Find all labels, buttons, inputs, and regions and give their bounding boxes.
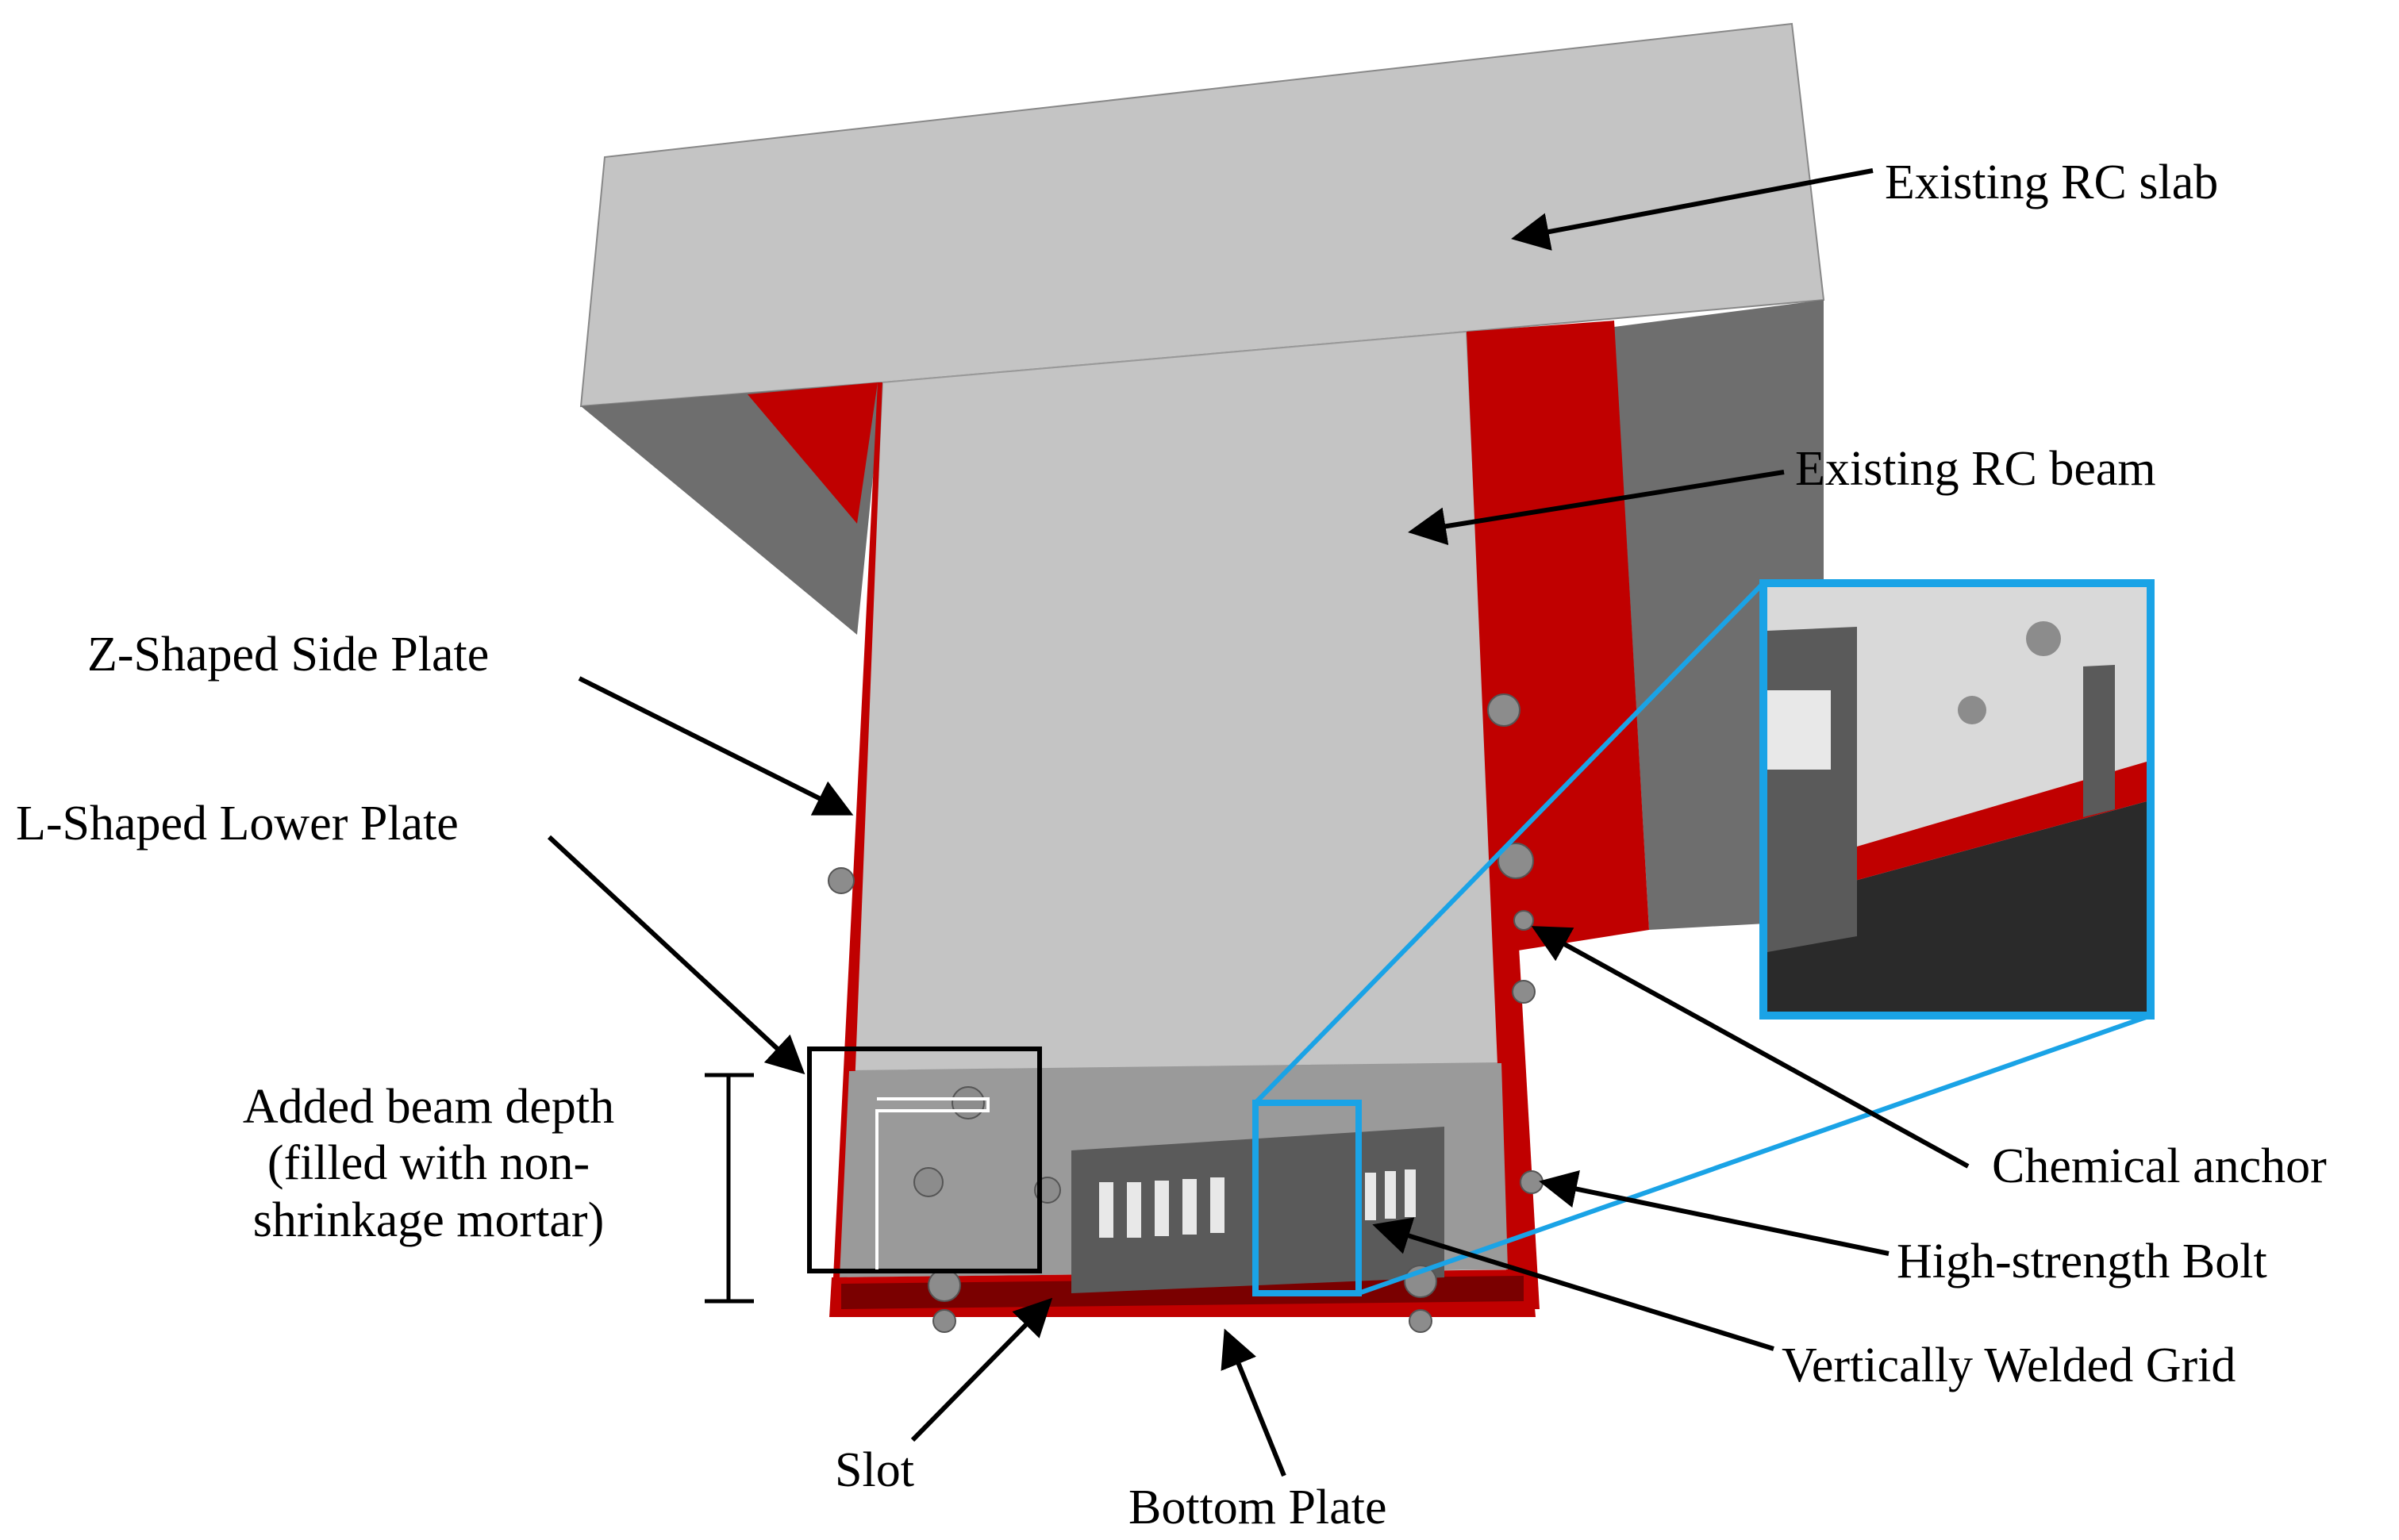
- zoom-grid-opening: [1767, 690, 1831, 770]
- beam-web-face: [848, 330, 1503, 1073]
- label-added-depth-line1: Added beam depth: [242, 1080, 615, 1134]
- zoom-connector-top: [1253, 581, 1766, 1105]
- label-existing-slab: Existing RC slab: [1885, 156, 2219, 209]
- left-side-plate-web: [832, 382, 882, 1309]
- existing-beam: [848, 330, 1503, 1073]
- bolt: [1512, 980, 1536, 1004]
- bolt: [932, 1309, 956, 1333]
- z-shaped-side-plates: [748, 321, 1649, 1309]
- zoom-source-box: [1252, 1100, 1362, 1296]
- arrow-l-lower-plate: [547, 835, 805, 1075]
- zoom-bolt: [1958, 696, 1986, 724]
- bolt: [1487, 693, 1521, 727]
- right-side-plate-web: [1467, 332, 1540, 1309]
- label-slot: Slot: [835, 1443, 914, 1497]
- arrow-chemical-anchor: [1531, 926, 1970, 1169]
- leader-arrows: [547, 168, 1970, 1477]
- grid-openings: [1099, 1169, 1416, 1238]
- zoom-callout: [1252, 579, 2155, 1296]
- zoom-grid-bar-2: [2083, 665, 2115, 817]
- l-plate-outline: [875, 1097, 990, 1269]
- label-added-depth-line3: shrinkage mortar): [252, 1192, 605, 1247]
- zoom-grid-bar: [1767, 627, 1857, 952]
- arrow-existing-beam: [1408, 470, 1785, 546]
- bolt: [1520, 1170, 1544, 1194]
- added-depth-dimension: [705, 1073, 754, 1304]
- left-side-plate-flange: [748, 382, 878, 524]
- label-added-depth-line2: (filled with non-: [267, 1136, 590, 1191]
- label-l-lower-plate: L-Shaped Lower Plate: [16, 797, 459, 851]
- bolt: [952, 1086, 985, 1119]
- label-welded-grid: Vertically Welded Grid: [1782, 1338, 2236, 1392]
- bolt: [1409, 1309, 1432, 1333]
- label-chemical-anchor: Chemical anchor: [1992, 1139, 2327, 1193]
- bolt: [913, 1167, 944, 1197]
- arrow-existing-slab: [1511, 168, 1874, 251]
- arrow-z-side-plate: [578, 676, 854, 816]
- zoom-anchor: [2026, 621, 2061, 656]
- right-side-plate-flange: [1467, 321, 1649, 952]
- arrow-slot: [910, 1297, 1053, 1442]
- l-plate-callout-box: [807, 1047, 1042, 1273]
- label-z-side-plate: Z-Shaped Side Plate: [87, 628, 490, 682]
- arrow-hs-bolt: [1539, 1170, 1890, 1256]
- bolt: [928, 1269, 961, 1302]
- label-bottom-plate: Bottom Plate: [1128, 1480, 1387, 1534]
- bolt: [1513, 910, 1534, 931]
- arrow-bottom-plate: [1221, 1328, 1286, 1477]
- label-added-depth: Added beam depth (filled with non- shrin…: [190, 1079, 667, 1249]
- zoom-floor: [1767, 801, 2147, 1012]
- bolt: [828, 867, 855, 894]
- bolt: [1497, 843, 1534, 879]
- bottom-plate-dark: [841, 1276, 1524, 1309]
- zoom-connector-bottom: [1358, 1013, 2151, 1296]
- label-hs-bolt: High-strength Bolt: [1897, 1235, 2267, 1288]
- label-existing-beam: Existing RC beam: [1795, 442, 2156, 496]
- arrow-welded-grid: [1372, 1217, 1774, 1351]
- zoom-red-strip: [1767, 762, 2147, 904]
- slab-side-face: [1792, 24, 1824, 303]
